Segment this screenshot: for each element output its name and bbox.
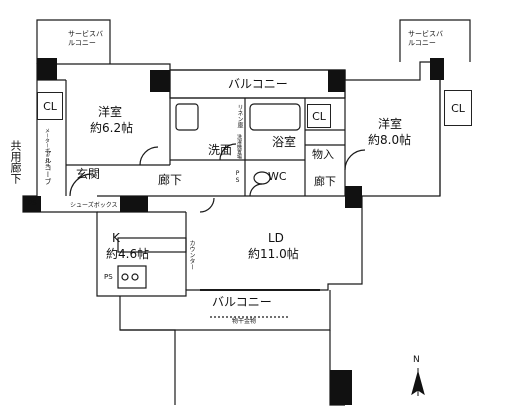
wc-label: WC xyxy=(268,170,287,183)
pillar-entrance xyxy=(120,196,148,212)
pillar-mid-top2 xyxy=(328,70,345,92)
lower-balcony-label: バルコニー xyxy=(212,295,272,309)
laundry-label: 洗濯機置場 xyxy=(236,134,242,159)
meter-box-label: メーターボックス xyxy=(44,128,50,168)
bath-label: 浴室 xyxy=(272,135,297,149)
burner-1 xyxy=(121,273,129,281)
counter-label: カウンター xyxy=(188,240,195,270)
ps-bath: PS xyxy=(234,170,241,184)
door-room1 xyxy=(139,146,159,166)
compass-icon xyxy=(411,368,425,396)
closet-center: CL xyxy=(307,104,331,128)
door-room2 xyxy=(344,149,366,171)
washroom-label: 洗面 xyxy=(208,143,233,157)
ld-name: LD xyxy=(268,231,284,245)
linen-label: リネン庫 xyxy=(236,104,243,128)
closet-right: CL xyxy=(444,90,472,126)
ps-entrance: PS xyxy=(28,199,37,207)
door-wash xyxy=(219,143,237,161)
entrance-label: 玄関 xyxy=(76,167,101,181)
handrail-label: 物干金物 xyxy=(232,318,257,325)
hall-small-label: 廊下 xyxy=(314,175,336,188)
shoes-box-label: シューズボックス xyxy=(70,202,118,209)
burner-2 xyxy=(131,273,139,281)
kitchen-size: 約4.6帖 xyxy=(106,247,150,261)
service-balcony-right-label: サービスバルコニー xyxy=(408,30,443,47)
hall-label: 廊下 xyxy=(158,173,183,187)
stove xyxy=(117,265,147,289)
room2-name: 洋室 xyxy=(378,117,403,131)
storage-label: 物入 xyxy=(312,148,334,161)
pillar-right-bottom xyxy=(345,186,362,208)
pillar-tr xyxy=(430,58,444,80)
door-wc xyxy=(249,183,263,197)
wash-basin xyxy=(175,103,199,131)
upper-balcony-label: バルコニー xyxy=(228,77,288,91)
room1-name: 洋室 xyxy=(98,105,123,119)
door-ld xyxy=(199,197,215,213)
room2-size: 約8.0帖 xyxy=(368,133,412,147)
alcove-label: アルコーブ xyxy=(44,150,52,185)
service-balcony-left-label: サービスバルコニー xyxy=(68,30,103,47)
lower-balcony-left xyxy=(120,329,176,405)
room1-size: 約6.2帖 xyxy=(90,121,134,135)
pillar-tl xyxy=(37,58,57,80)
door-entrance xyxy=(69,173,93,197)
pillar-left xyxy=(23,196,41,212)
closet-left: CL xyxy=(37,92,63,120)
ld-size: 約11.0帖 xyxy=(248,247,299,261)
bathtub xyxy=(249,103,301,131)
pillar-mid-top xyxy=(150,70,170,92)
lower-balcony xyxy=(119,290,331,331)
service-balcony-right xyxy=(399,19,471,62)
kitchen-counter xyxy=(117,237,187,253)
shared-corridor-label: 共用廊下 xyxy=(9,140,22,184)
pillar-bottom-right xyxy=(330,370,352,405)
service-balcony-left xyxy=(36,19,111,64)
compass-label: N xyxy=(413,355,420,365)
ps-kitchen: PS xyxy=(104,273,113,281)
kitchen-name: K xyxy=(112,231,120,245)
